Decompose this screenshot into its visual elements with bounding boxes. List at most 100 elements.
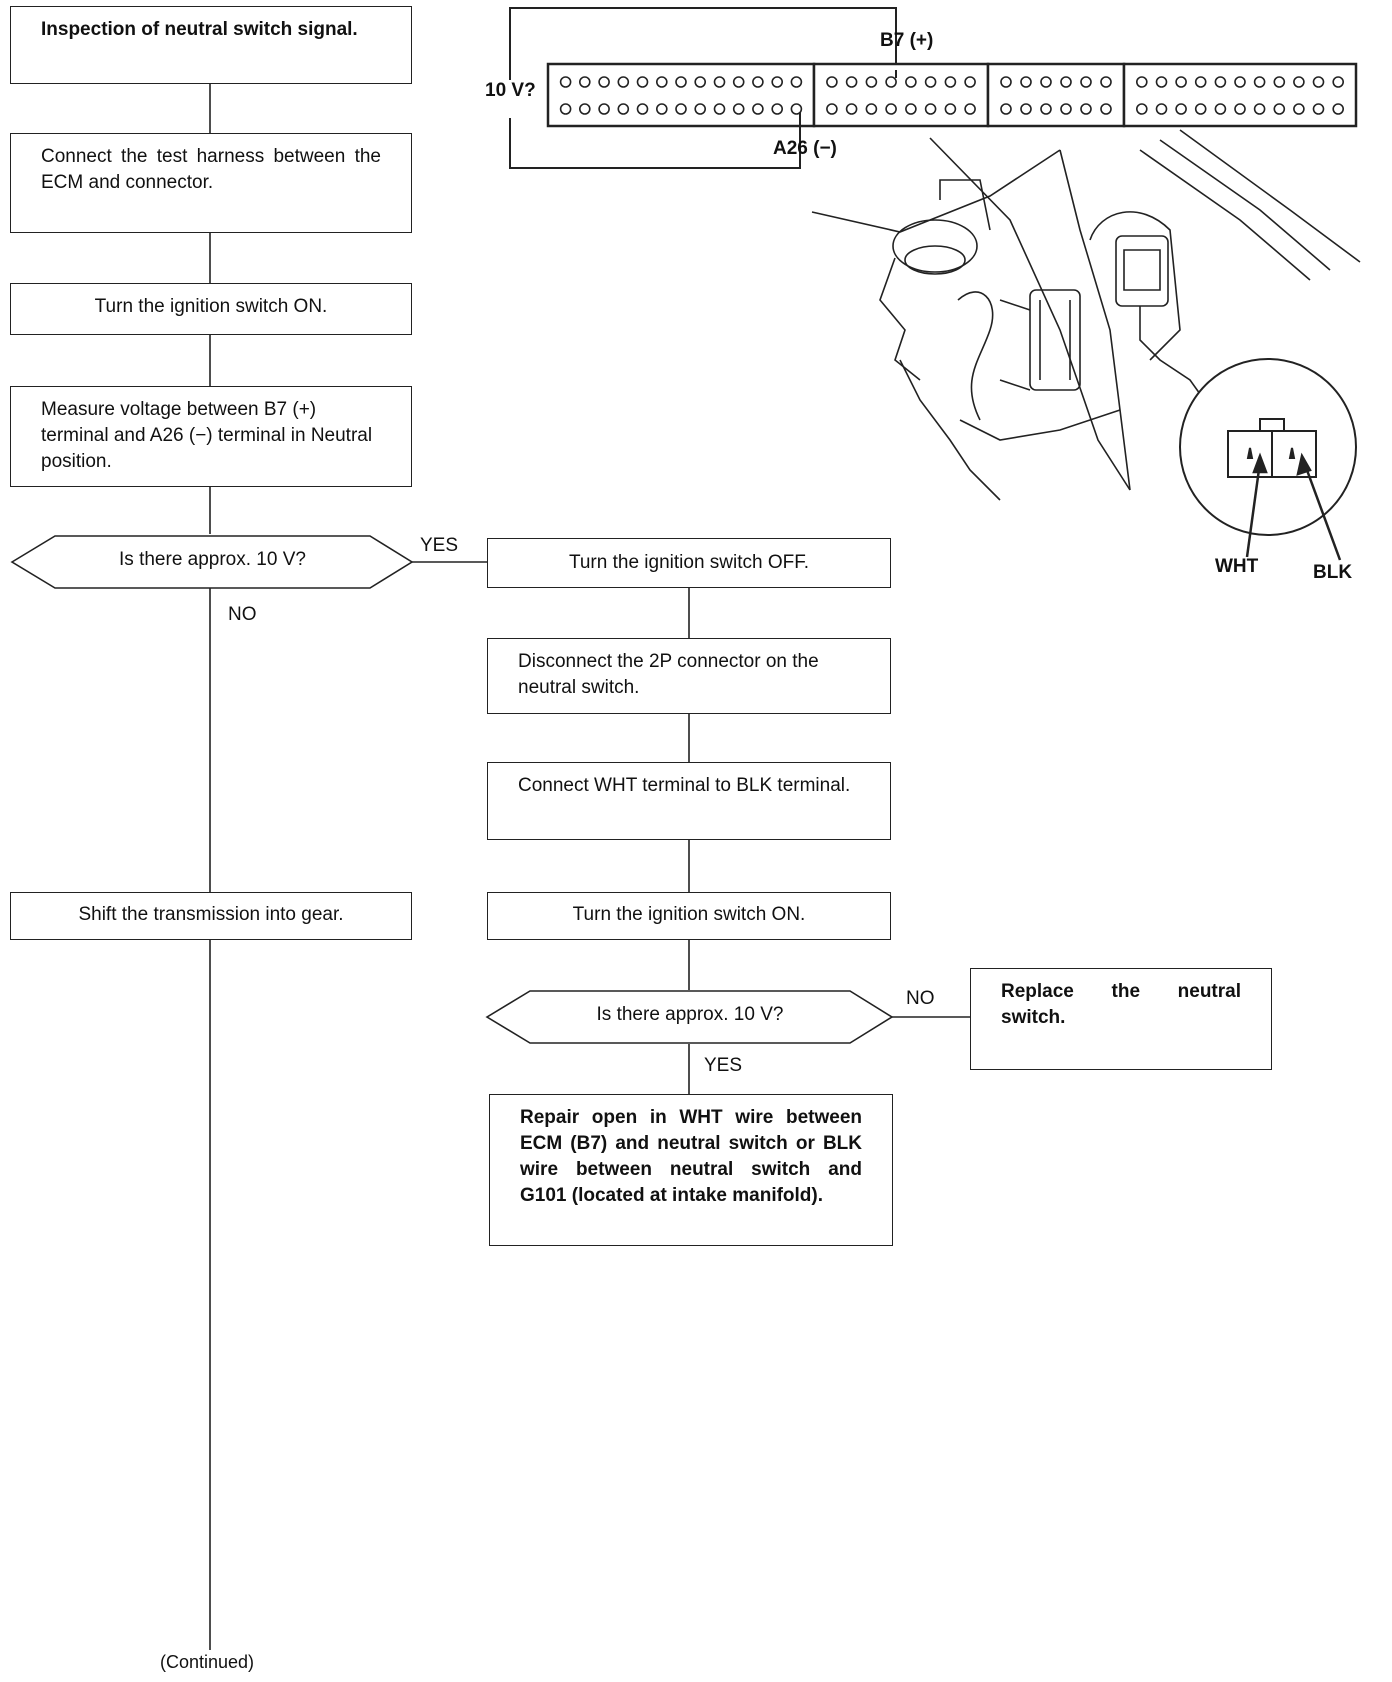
start-text: Inspection of neutral switch signal. [41,19,358,40]
ignition-off-text: Turn the ignition switch OFF. [568,552,810,573]
connector-pin [845,103,858,115]
connector-pin [617,103,630,115]
connector-pin [598,103,610,115]
connector-pin [1080,76,1092,88]
connector-pin [1332,103,1344,115]
connector-pin [1040,103,1052,115]
connector-pin [1155,103,1168,115]
decision-2-text: Is there approx. 10 V? [596,1004,784,1025]
repair-text: Repair open in WHT wire between ECM (B7)… [520,1107,862,1206]
ignition-on-2-box: Turn the ignition switch ON. [487,892,891,940]
connector-pin [845,76,858,88]
connector-pin [1136,103,1148,115]
disconnect-text: Disconnect the 2P connector on the neutr… [518,651,819,698]
connector-pin [598,76,610,88]
connector-pin [1214,76,1227,88]
connector-pin [1234,103,1246,115]
connector-pin [1253,76,1266,88]
decision-2-yes-label: YES [704,1055,743,1076]
connector-pin [924,103,937,115]
connector-pin [713,103,726,115]
connector-pin [865,76,878,88]
disconnect-box: Disconnect the 2P connector on the neutr… [487,638,891,714]
connector-pin [1332,76,1344,88]
connector-pin [1060,103,1072,115]
connector-pin [732,103,745,115]
connector-pin [924,76,937,88]
connector-pin [944,103,957,115]
connector-pin [636,103,649,115]
decision-1-shape [10,535,414,589]
decision-2-shape [485,990,894,1044]
connector-pin [1020,76,1032,88]
connector-pin [944,76,957,88]
connector-pin [1000,76,1012,88]
connector-pin [826,103,838,115]
ignition-on-1-box: Turn the ignition switch ON. [10,283,412,335]
connector-pin [964,76,976,88]
connect-terminals-box: Connect WHT terminal to BLK terminal. [487,762,891,840]
decision-1-yes-label: YES [420,535,459,556]
two-pin-connector [1227,418,1317,478]
connector-pin [1214,103,1227,115]
connector-pin [790,103,803,115]
connector-pin [1293,103,1305,115]
ignition-on-1-text: Turn the ignition switch ON. [94,296,328,317]
repair-box: Repair open in WHT wire between ECM (B7)… [489,1094,893,1246]
ignition-off-box: Turn the ignition switch OFF. [487,538,891,588]
connector-pin [1080,103,1092,115]
connector-pin [790,76,803,88]
blk-label: BLK [1313,562,1353,583]
connector-pin [1020,103,1032,115]
connector-pin [1040,76,1052,88]
replace-box: Replace the neutral switch. [970,968,1272,1070]
wht-label: WHT [1215,556,1259,577]
connector-pin [1175,103,1187,115]
connector-pin [694,76,707,88]
engine-bay-sketch [811,129,1361,501]
connector-pin [964,103,976,115]
connector-pin [1312,76,1325,88]
connector-pin [732,76,745,88]
connector-pin [865,103,878,115]
decision-1-text: Is there approx. 10 V? [119,549,306,570]
connector-pin [655,103,668,115]
connector-pin [578,76,591,88]
connector-pin [636,76,649,88]
connector-pin [1293,76,1305,88]
a26-label: A26 (−) [773,138,837,159]
connector-pin [1000,103,1012,115]
replace-text: Replace the neutral switch. [1001,981,1241,1028]
connector-pin [675,76,687,88]
connector-pin [559,76,572,88]
connector-pin [905,103,917,115]
connector-pin [1060,76,1072,88]
connector-pin [771,76,784,88]
voltage-label: 10 V? [483,80,538,102]
start-box: Inspection of neutral switch signal. [10,6,412,84]
connector-pin [1100,76,1112,88]
shift-gear-box: Shift the transmission into gear. [10,892,412,940]
connector-pin [752,76,764,88]
connector-pin [713,76,726,88]
connector-pin [752,103,764,115]
connector-pin [1100,103,1112,115]
connector-pin [1175,76,1187,88]
decision-1-no-label: NO [228,604,257,625]
connector-pin [1312,103,1325,115]
decision-2-no-label: NO [906,988,935,1009]
connector-pin [1273,76,1286,88]
connector-pin [1136,76,1148,88]
connect-terminals-text: Connect WHT terminal to BLK terminal. [518,775,851,796]
connect-harness-box: Connect the test harness between the ECM… [10,133,412,233]
connector-pin [905,76,917,88]
connector-pin [771,103,784,115]
ignition-on-2-text: Turn the ignition switch ON. [572,904,806,925]
shift-gear-text: Shift the transmission into gear. [78,904,344,925]
connector-pin [1234,76,1246,88]
connector-pin [1155,76,1168,88]
b7-label: B7 (+) [880,30,934,51]
connect-harness-text: Connect the test harness between the ECM… [41,146,381,193]
